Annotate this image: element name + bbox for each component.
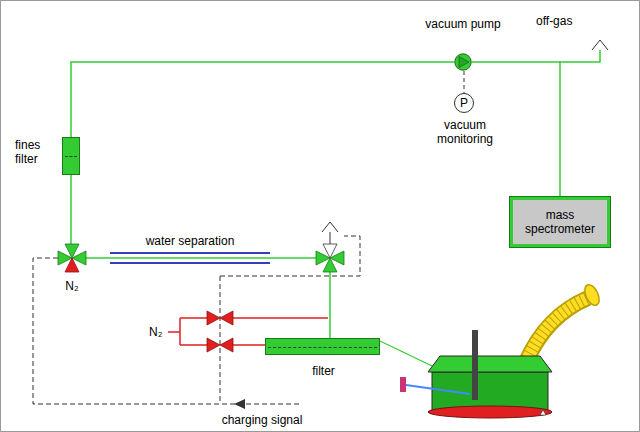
node-label: filter — [312, 364, 335, 378]
valve-port — [65, 258, 79, 272]
process-line — [70, 175, 72, 244]
signal-line — [220, 276, 221, 404]
valve-port — [220, 338, 233, 352]
signal-line — [33, 258, 300, 404]
pump-outline — [454, 53, 472, 71]
valve-port — [207, 338, 220, 352]
filter-media — [65, 156, 77, 157]
water-separator — [110, 262, 270, 264]
signal-line — [220, 236, 360, 276]
filter-media — [268, 347, 377, 348]
vent-symbol — [592, 40, 608, 50]
annotation-label: N₂ — [64, 279, 79, 293]
annotation-label: N₂ — [148, 325, 163, 339]
node-caption: vacuum monitoring — [425, 118, 505, 147]
peeler-rod — [472, 330, 478, 400]
hose — [526, 298, 588, 362]
filter-element: filter — [265, 338, 380, 355]
node-label: vacuum pump — [425, 17, 500, 31]
sensor-knob — [400, 377, 406, 392]
pressure-gauge: Pvacuum monitoring — [454, 93, 474, 113]
process-line — [329, 272, 331, 338]
sensor-probe — [406, 385, 470, 394]
centrifuge-lid — [428, 356, 552, 372]
vent-line — [330, 232, 331, 244]
hose-flange — [582, 282, 602, 307]
annotation-label: water separation — [145, 234, 236, 248]
pipe-connector — [71, 62, 454, 137]
hose-outline — [526, 298, 588, 362]
valve-port — [65, 244, 79, 258]
process-line — [86, 257, 316, 259]
valve-port — [207, 311, 220, 325]
node-label: mass spectrometer — [516, 208, 604, 237]
pipe-connector — [464, 71, 465, 93]
annotation-label: charging signal — [221, 413, 304, 427]
annotation-label: off-gas — [535, 14, 573, 28]
signal-arrow — [234, 399, 245, 409]
valve-port — [323, 258, 337, 272]
analyzer-box: mass spectrometer — [510, 197, 610, 247]
node-label: fines filter — [15, 138, 57, 167]
pump-symbol: vacuum pump — [454, 53, 472, 71]
process-line — [559, 50, 600, 62]
centrifuge-base — [428, 406, 552, 418]
vent-symbol — [322, 222, 338, 232]
valve-port — [323, 244, 337, 258]
node-label: P — [460, 96, 468, 110]
valve-port — [220, 311, 233, 325]
pump-body — [455, 54, 471, 70]
drain-mark — [540, 410, 546, 415]
pump-impeller — [459, 57, 469, 68]
process-line — [380, 341, 432, 366]
water-separator — [110, 252, 270, 254]
filter-element: fines filter — [62, 137, 80, 175]
